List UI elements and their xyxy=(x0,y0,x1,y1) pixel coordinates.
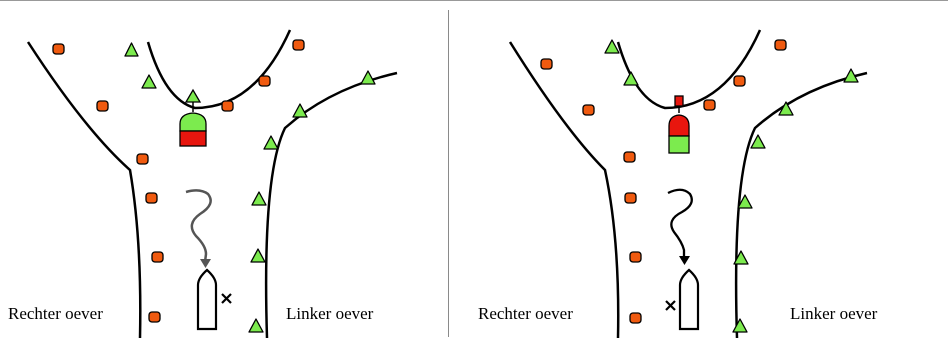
green-buoy xyxy=(141,74,157,89)
green-buoy xyxy=(623,71,639,86)
orange-buoy xyxy=(582,104,595,116)
green-buoy xyxy=(248,318,264,333)
orange-buoys xyxy=(540,39,787,324)
orange-buoy xyxy=(96,100,109,112)
island-bank-line xyxy=(616,29,762,110)
marker-lower-half xyxy=(179,130,207,147)
orange-buoys xyxy=(52,39,305,323)
green-buoy xyxy=(251,191,267,206)
orange-buoy xyxy=(629,312,642,324)
marker-top-mark xyxy=(184,88,202,103)
green-buoy xyxy=(737,194,753,209)
green-buoy xyxy=(360,70,376,85)
orange-buoy xyxy=(703,99,716,111)
marker-upper-half xyxy=(179,112,207,132)
orange-buoy xyxy=(292,39,305,51)
right-bank-label: Rechter oever xyxy=(8,304,103,323)
left-bank-label: Linker oever xyxy=(790,304,878,323)
orange-buoy xyxy=(624,192,637,204)
marker-upper-half xyxy=(668,114,690,137)
orange-buoy xyxy=(151,251,164,263)
green-buoy xyxy=(604,39,620,54)
green-buoys xyxy=(604,39,859,333)
left-bank-line xyxy=(734,71,868,339)
green-buoys xyxy=(124,42,376,333)
green-buoy xyxy=(263,135,279,150)
orange-buoy xyxy=(258,75,271,87)
green-buoy xyxy=(250,248,266,263)
left-bank-label: Linker oever xyxy=(286,304,374,323)
green-buoy xyxy=(778,101,794,116)
vessel-mark-x xyxy=(221,293,232,304)
top-rule xyxy=(0,0,948,1)
panel-right: Rechter oever Linker oever xyxy=(478,29,878,339)
green-buoy xyxy=(750,134,766,149)
bifurcation-marker xyxy=(668,95,690,154)
right-bank-line xyxy=(26,41,142,339)
vessel-outline xyxy=(196,268,218,331)
green-buoy xyxy=(843,68,859,83)
green-buoy xyxy=(732,318,748,333)
panel-left: Rechter oever Linker oever xyxy=(8,29,398,339)
track-arrowhead xyxy=(679,256,690,265)
left-bank-line xyxy=(264,71,398,339)
orange-buoy xyxy=(540,58,553,70)
vessel-outline xyxy=(678,268,700,331)
orange-buoy xyxy=(148,311,161,323)
vessel-mark-x xyxy=(665,300,676,311)
orange-buoy xyxy=(136,153,149,165)
track-arrowhead xyxy=(200,259,211,268)
orange-buoy xyxy=(629,251,642,263)
green-buoy xyxy=(733,250,749,265)
orange-buoy xyxy=(733,75,746,87)
vessel-track xyxy=(667,188,693,260)
island-bank-line xyxy=(146,29,292,110)
marker-lower-half xyxy=(668,135,690,154)
orange-buoy xyxy=(145,192,158,204)
green-buoy xyxy=(292,103,308,118)
bifurcation-marker xyxy=(179,88,207,147)
panel-divider xyxy=(448,10,449,337)
vessel-track xyxy=(185,189,212,263)
right-bank-label: Rechter oever xyxy=(478,304,573,323)
orange-buoy xyxy=(52,43,65,55)
orange-buoy xyxy=(774,39,787,51)
marker-top-mark xyxy=(674,95,684,107)
orange-buoy xyxy=(623,151,636,163)
orange-buoy xyxy=(221,100,234,112)
right-bank-line xyxy=(508,41,620,339)
green-buoy xyxy=(124,42,139,57)
